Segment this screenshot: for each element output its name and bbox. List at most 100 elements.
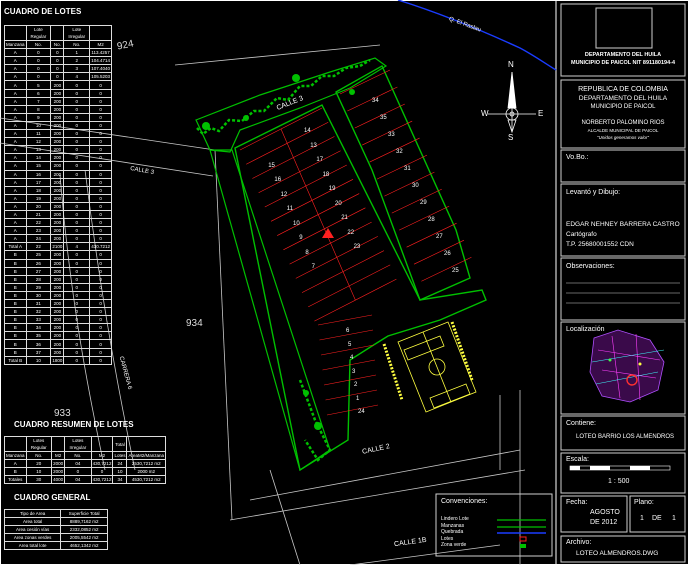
table-cell: 26	[25, 258, 52, 268]
table-cell: 200	[50, 137, 65, 147]
scale-bar	[569, 465, 671, 471]
table-cell: 35	[25, 331, 52, 341]
table-cell: 0	[89, 161, 112, 171]
table-cell: 34	[112, 475, 128, 485]
tb-scale-label: Escala:	[566, 456, 589, 463]
lot-number: 29	[420, 200, 427, 206]
table-cell: 0	[63, 282, 91, 292]
lot-number: 34	[372, 98, 379, 104]
table-header-cell: No.	[25, 450, 53, 461]
legend-box-lotes	[519, 536, 527, 542]
table-cell: 200	[50, 323, 65, 333]
table-cell: A	[4, 120, 27, 131]
table-cell: 200	[50, 161, 65, 171]
table-cell: 0	[89, 234, 112, 244]
table-header-cell: Lote Irregular	[63, 25, 91, 41]
table-cell: 6	[25, 88, 52, 98]
table-cell: 0	[89, 209, 112, 220]
sports-court	[382, 321, 477, 413]
table-cell: 0	[89, 80, 112, 90]
table-cell: 200	[50, 153, 65, 163]
table-header-cell: Manzana	[4, 39, 27, 50]
table-cell: 0	[50, 72, 65, 82]
lot-lines-b	[339, 69, 472, 282]
obs-lines	[566, 282, 680, 304]
table-header-cell: Lote Regular	[25, 25, 52, 41]
table-cell: 113.4257	[89, 48, 112, 58]
table-cell: 9	[25, 112, 52, 122]
table-cell: 430,7212	[90, 459, 114, 469]
table-cell: 0	[63, 112, 91, 122]
table-cell: 0	[63, 290, 91, 301]
lot-number: 20	[335, 200, 342, 207]
lot-number: 1	[356, 395, 360, 402]
table-cell: A	[4, 193, 27, 203]
table-header-cell	[4, 25, 27, 41]
tb-vobo-label: Vo.Bo.:	[566, 154, 589, 161]
table-cell: 0	[89, 88, 112, 98]
lot-number: 17	[316, 157, 324, 163]
tb-municipality: MUNICIPIO DE PAICOL	[590, 104, 656, 110]
tb-date-label: Fecha:	[566, 499, 588, 506]
table-header-cell: M2	[90, 450, 114, 461]
table-cell: 200	[50, 339, 65, 349]
table-cell: 0	[89, 201, 112, 211]
creek-line	[397, 0, 557, 71]
legend-item-label: Quebrada	[441, 529, 464, 536]
table-header-cell: No.	[50, 39, 65, 50]
green-zone-top	[195, 57, 388, 153]
table-cell: 200	[50, 226, 65, 236]
table-cell: 0	[89, 218, 112, 228]
table-cell: A	[4, 129, 27, 139]
table-cell: 430,7212	[90, 475, 114, 485]
lot-number: 7	[311, 264, 315, 270]
table-cell: 33	[25, 315, 52, 325]
table-cell: 4	[63, 242, 91, 252]
lot-number: 35	[380, 115, 387, 121]
table-cell: 11	[25, 129, 52, 139]
table-cell: Total B	[4, 355, 27, 365]
table-cell: 0	[89, 323, 112, 333]
table-cell: B	[4, 339, 27, 349]
table-cell: 0	[89, 120, 112, 131]
table-cell: 200	[50, 112, 65, 122]
table-cell: 0	[63, 331, 91, 341]
lot-number: 31	[404, 166, 411, 172]
table-cell: 200	[50, 266, 65, 276]
table-cell: 18	[25, 185, 52, 195]
table-cell: 24	[112, 459, 128, 469]
tb-loc-label: Localización	[566, 326, 605, 333]
cuadro-resumen-title: CUADRO RESUMEN DE LOTES	[14, 420, 134, 429]
table-cell: 0	[50, 56, 65, 66]
lot-number: 21	[341, 215, 348, 221]
cuadro-general-title: CUADRO GENERAL	[14, 493, 91, 502]
table-cell: 2000	[51, 459, 66, 469]
table-header-cell: Tipo de Area	[3, 508, 62, 519]
table-cell: A	[4, 64, 27, 74]
cuadro-lotes-title: CUADRO DE LOTES	[4, 7, 82, 16]
table-header-cell	[90, 436, 114, 452]
table-cell: 0	[63, 315, 91, 325]
table-cell: 0	[89, 185, 112, 195]
table-cell: 5	[25, 80, 52, 90]
table-cell: 0	[63, 104, 91, 114]
lot-number: 8	[305, 249, 309, 256]
lot-number: 2	[354, 382, 358, 388]
table-cell: A	[4, 226, 27, 236]
table-cell: 200	[50, 347, 65, 357]
table-cell: 0	[50, 64, 65, 74]
table-cell: 0	[89, 145, 112, 155]
lot-number: 11	[286, 206, 294, 212]
table-cell: 0	[63, 129, 91, 139]
lot-number: 16	[274, 177, 282, 183]
lot-number: 4	[350, 355, 354, 361]
table-cell: 200	[50, 298, 65, 309]
table-cell: 2	[63, 56, 91, 66]
table-cell: 200	[50, 218, 65, 228]
